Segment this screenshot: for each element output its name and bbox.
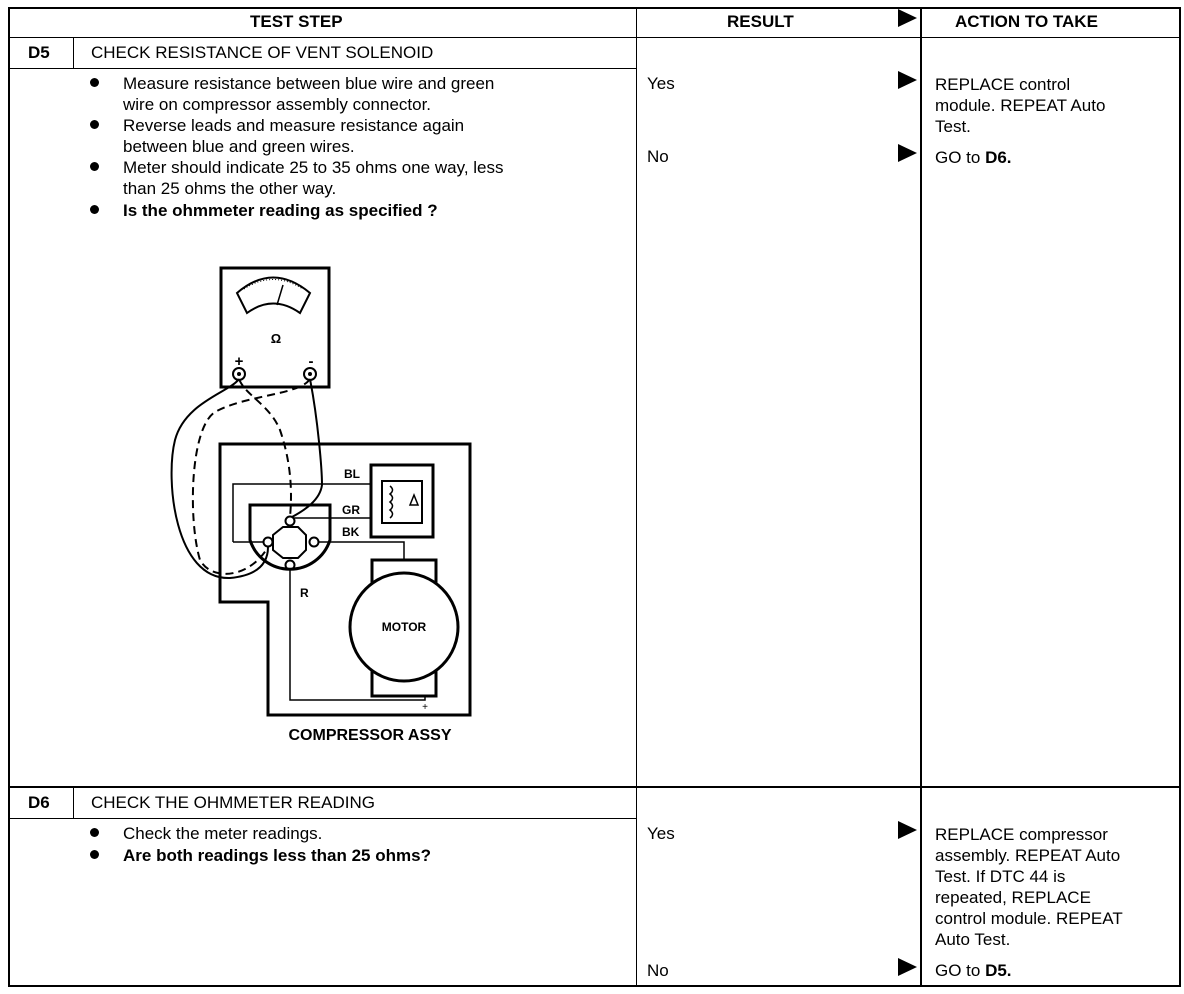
d6-action-no-prefix: GO to [935,961,986,980]
motor-label: MOTOR [382,620,427,634]
d6-title-underline [8,818,637,819]
step-id-d5: D5 [28,43,50,62]
d5-action-no: GO to D6. [935,147,1012,168]
header-arrow-icon [898,9,917,27]
bullet-icon [90,205,99,214]
d6-question: Are both readings less than 25 ohms? [123,846,431,865]
d6-action-yes-line-3: Test. If DTC 44 is [935,867,1066,886]
d5-bullet-2-line-1: Reverse leads and measure resistance aga… [123,116,465,135]
column-divider-action [920,7,922,987]
table-border-top [8,7,1181,9]
result-arrow-icon [898,144,917,162]
d5-bullet-3-line-1: Meter should indicate 25 to 35 ohms one … [123,158,504,177]
d5-id-divider [73,37,74,69]
table-border-right [1179,7,1181,987]
result-arrow-icon [898,71,917,89]
column-divider-result [636,7,637,987]
wire-label-bl: BL [344,467,360,481]
wire-label-gr: GR [342,503,360,517]
result-arrow-icon [898,958,917,976]
motor-plus-label: + [422,702,428,713]
d5-bullet-1-line-2: wire on compressor assembly connector. [123,95,432,114]
d5-bullet-1-line-1: Measure resistance between blue wire and… [123,74,495,93]
d5-action-no-prefix: GO to [935,148,986,167]
header-result: RESULT [727,12,794,31]
d6-action-yes-line-4: repeated, REPLACE [935,888,1091,907]
d6-action-no: GO to D5. [935,960,1012,981]
d6-result-yes: Yes [647,824,675,843]
ohm-symbol: Ω [271,331,281,346]
bullet-icon [90,850,99,859]
step-id-d6: D6 [28,793,50,812]
table-border-bottom [8,985,1181,987]
d5-title-underline [8,68,637,69]
d5-bullet-3-line-2: than 25 ohms the other way. [123,179,337,198]
d5-action-yes-line-3: Test. [935,117,971,136]
d5-action-no-step: D6. [985,148,1012,167]
header-test-step: TEST STEP [250,12,343,31]
d5-action-yes-line-2: module. REPEAT Auto [935,96,1106,115]
diagram-caption: COMPRESSOR ASSY [289,727,452,744]
d5-result-yes: Yes [647,74,675,93]
wire-label-bk: BK [342,525,360,539]
meter-plus-label: + [235,353,244,370]
row-divider-d6 [8,786,1181,788]
d6-action-yes-line-1: REPLACE compressor [935,825,1108,844]
d6-id-divider [73,787,74,819]
bullet-icon [90,828,99,837]
step-title-d6: CHECK THE OHMMETER READING [91,793,375,812]
wire-label-r: R [300,586,309,600]
header-action: ACTION TO TAKE [955,12,1098,31]
d6-action-yes-line-2: assembly. REPEAT Auto [935,846,1121,865]
d6-action-no-step: D5. [985,961,1012,980]
header-row-divider [8,37,1181,38]
meter-minus-label: - [309,353,314,370]
d6-bullet-1: Check the meter readings. [123,824,323,843]
d5-bullet-2-line-2: between blue and green wires. [123,137,355,156]
bullet-icon [90,162,99,171]
d5-action-yes-line-1: REPLACE control [935,75,1071,94]
result-arrow-icon [898,821,917,839]
bullet-icon [90,78,99,87]
bullet-icon [90,120,99,129]
d6-result-no: No [647,961,669,980]
table-border-left [8,7,10,987]
d5-result-no: No [647,147,669,166]
d6-action-yes-line-5: control module. REPEAT [935,909,1123,928]
step-title-d5: CHECK RESISTANCE OF VENT SOLENOID [91,43,434,62]
d6-action-yes-line-6: Auto Test. [935,930,1011,949]
d5-question: Is the ohmmeter reading as specified ? [123,201,438,220]
